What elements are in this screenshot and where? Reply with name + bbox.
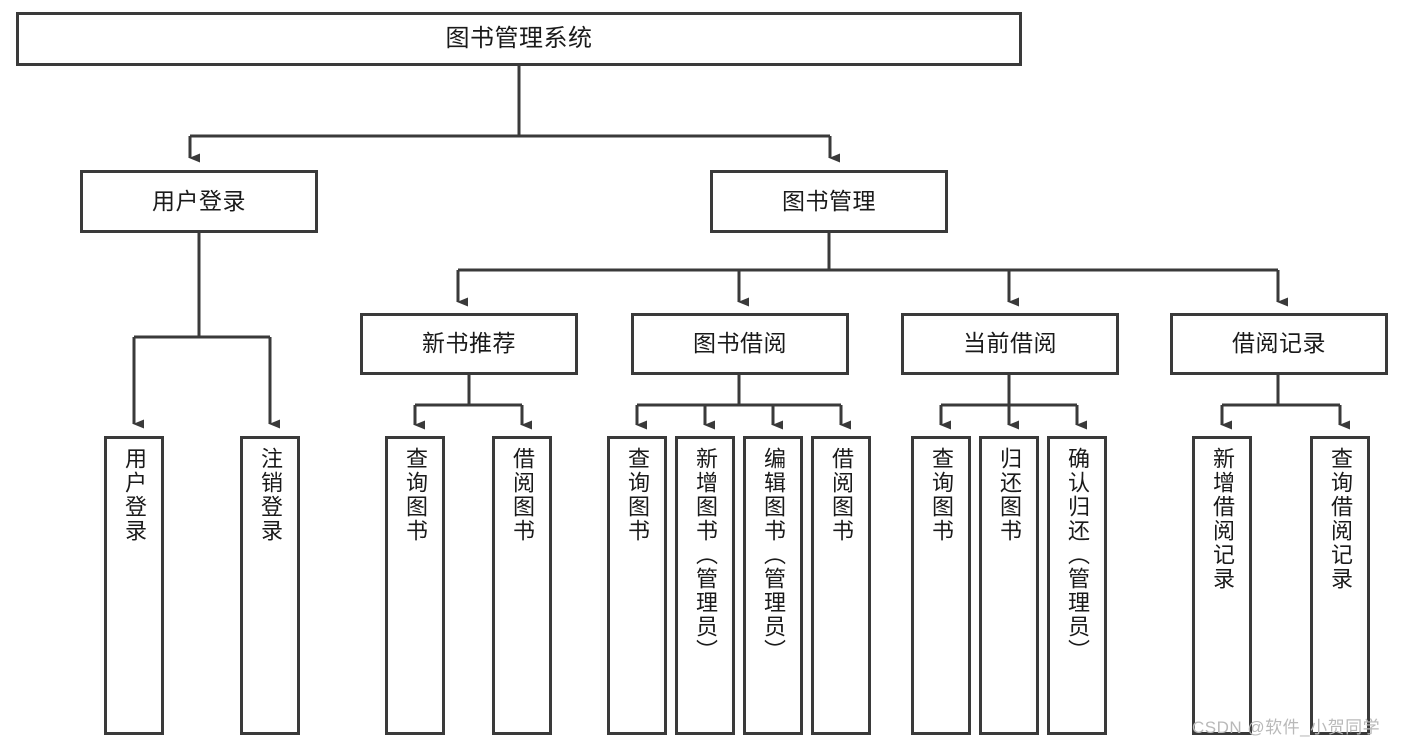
node-leaf-query-book-3[interactable]: 查询图书 (911, 436, 971, 735)
node-leaf-borrow-book-1[interactable]: 借阅图书 (492, 436, 552, 735)
node-label: 借阅记录 (1232, 330, 1326, 357)
node-label: 图书管理 (782, 187, 876, 214)
node-label: 编辑图书（管理员） (760, 447, 786, 663)
node-label: 查询图书 (624, 447, 650, 543)
node-new-book-recommend[interactable]: 新书推荐 (360, 313, 578, 375)
node-leaf-query-book-2[interactable]: 查询图书 (607, 436, 667, 735)
node-leaf-confirm-return[interactable]: 确认归还（管理员） (1047, 436, 1107, 735)
node-label: 查询图书 (402, 447, 428, 543)
node-leaf-return-book[interactable]: 归还图书 (979, 436, 1039, 735)
node-leaf-add-record[interactable]: 新增借阅记录 (1192, 436, 1252, 735)
node-label: 查询借阅记录 (1327, 447, 1353, 591)
node-book-borrow[interactable]: 图书借阅 (631, 313, 849, 375)
node-label: 确认归还（管理员） (1064, 447, 1090, 663)
node-label: 归还图书 (996, 447, 1022, 543)
node-label: 新增图书（管理员） (692, 447, 718, 663)
node-label: 新书推荐 (422, 330, 516, 357)
node-label: 用户登录 (152, 187, 246, 214)
node-label: 注销登录 (257, 447, 283, 543)
node-label: 用户登录 (121, 447, 147, 543)
node-leaf-logout-login[interactable]: 注销登录 (240, 436, 300, 735)
node-label: 新增借阅记录 (1209, 447, 1235, 591)
node-leaf-add-book[interactable]: 新增图书（管理员） (675, 436, 735, 735)
node-current-borrow[interactable]: 当前借阅 (901, 313, 1119, 375)
node-leaf-query-book-1[interactable]: 查询图书 (385, 436, 445, 735)
node-label: 查询图书 (928, 447, 954, 543)
node-label: 借阅图书 (828, 447, 854, 543)
node-leaf-edit-book[interactable]: 编辑图书（管理员） (743, 436, 803, 735)
node-label: 当前借阅 (963, 330, 1057, 357)
node-leaf-query-record[interactable]: 查询借阅记录 (1310, 436, 1370, 735)
node-leaf-borrow-book-2[interactable]: 借阅图书 (811, 436, 871, 735)
node-root-system[interactable]: 图书管理系统 (16, 12, 1022, 66)
node-label: 图书借阅 (693, 330, 787, 357)
node-user-login[interactable]: 用户登录 (80, 170, 318, 233)
node-label: 图书管理系统 (445, 24, 593, 52)
node-book-management[interactable]: 图书管理 (710, 170, 948, 233)
node-label: 借阅图书 (509, 447, 535, 543)
node-borrow-record[interactable]: 借阅记录 (1170, 313, 1388, 375)
node-leaf-user-login[interactable]: 用户登录 (104, 436, 164, 735)
